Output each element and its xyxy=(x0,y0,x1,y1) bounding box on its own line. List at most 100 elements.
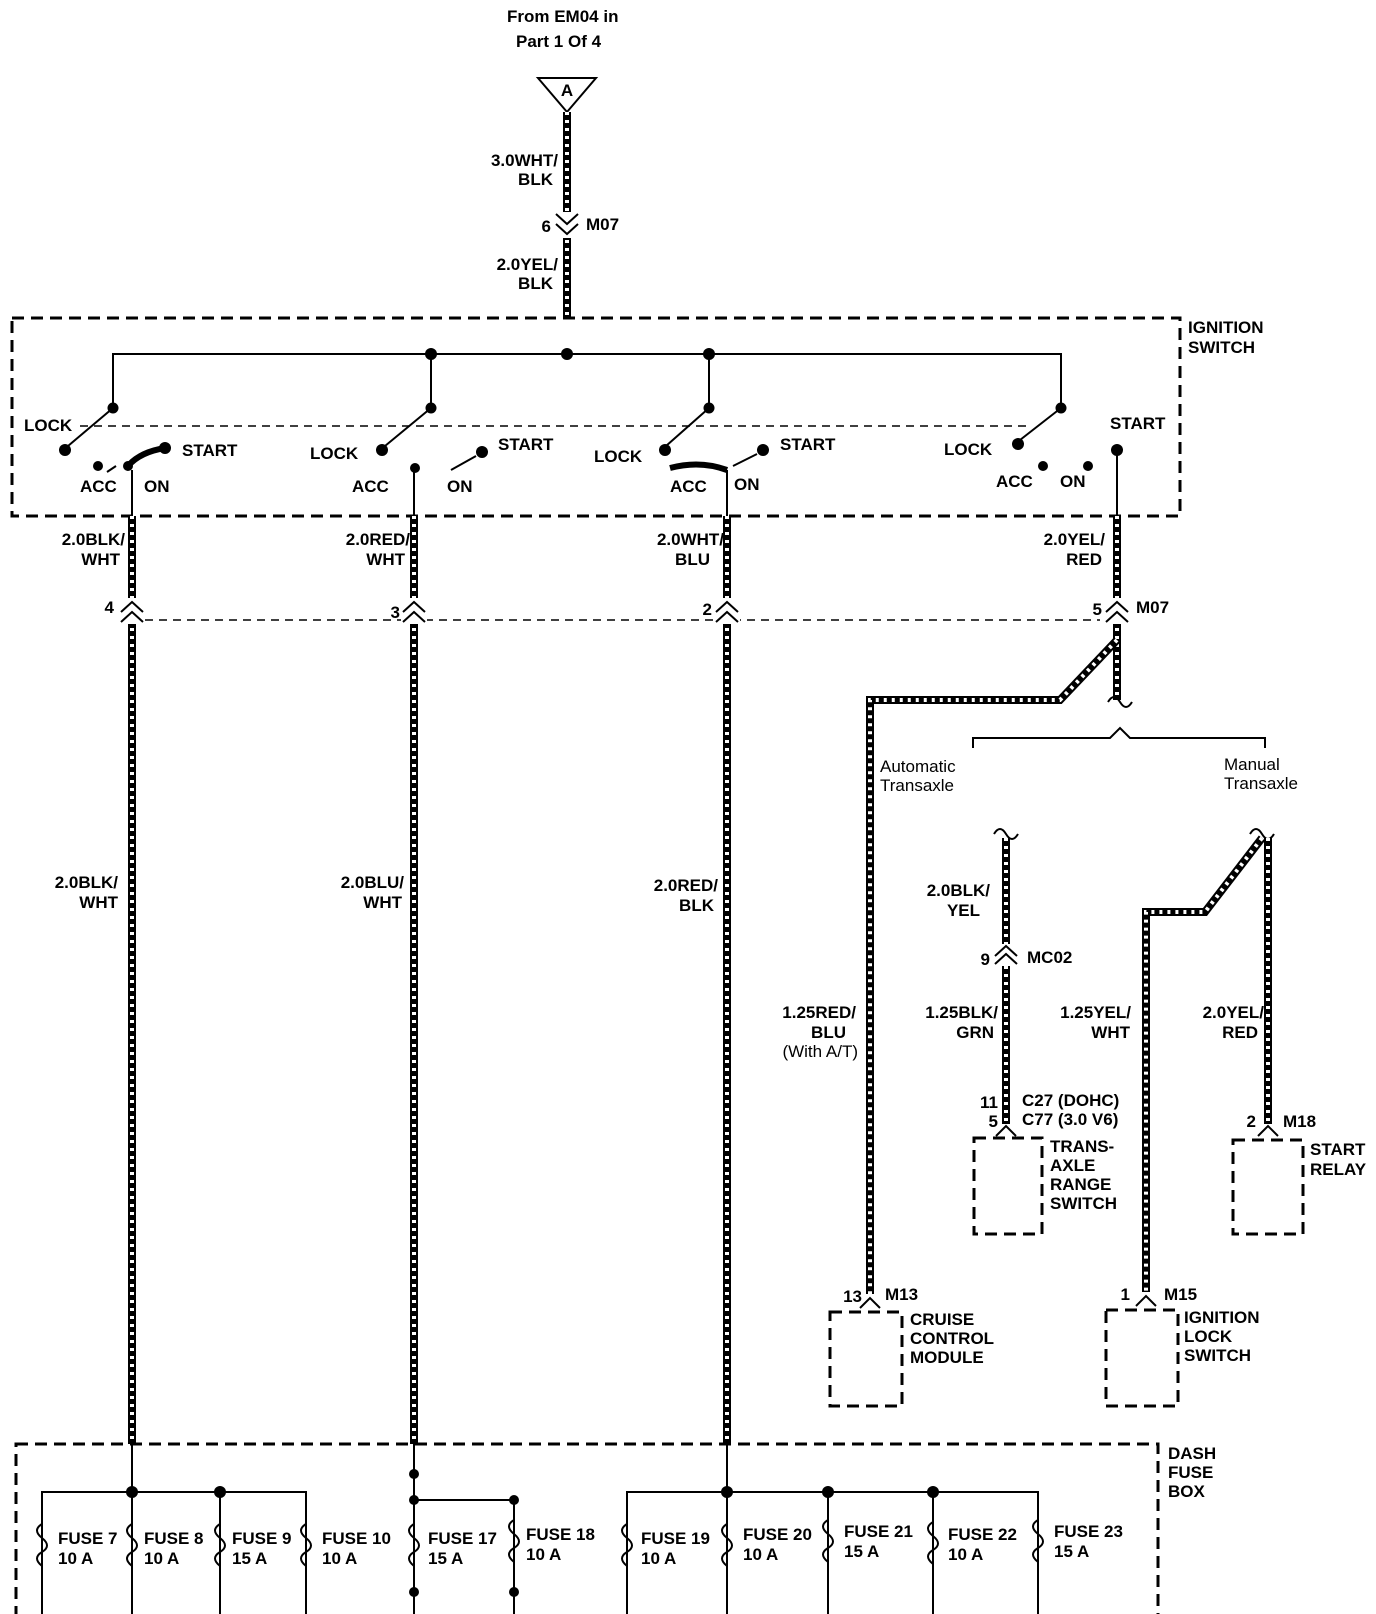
cc-name-3: MODULE xyxy=(910,1348,984,1367)
m07-pins xyxy=(119,598,1130,624)
wire-cruise-branch xyxy=(866,637,1120,1294)
mc02-label: MC02 xyxy=(1027,948,1072,967)
tr-pin-1: 11 xyxy=(980,1093,998,1112)
w3-upper-color: BLU xyxy=(675,550,710,569)
s1-start-label: START xyxy=(182,441,238,460)
s4-on-label: ON xyxy=(1060,472,1086,491)
tr-connector-2: C77 (3.0 V6) xyxy=(1022,1110,1118,1129)
cc-pin: 13 xyxy=(843,1287,862,1306)
il-name-3: SWITCH xyxy=(1184,1346,1251,1365)
auto-transaxle-label-2: Transaxle xyxy=(880,776,954,795)
tr-wire-bot-color: GRN xyxy=(956,1023,994,1042)
mc02-pin: 9 xyxy=(981,950,990,969)
switch-common-bus xyxy=(112,353,1062,405)
fuse-19-rating: 10 A xyxy=(641,1549,676,1568)
fuse-10-rating: 10 A xyxy=(322,1549,357,1568)
feed-wire-color-upper: BLK xyxy=(518,170,554,189)
fuse-20-rating: 10 A xyxy=(743,1545,778,1564)
s3-acc-label: ACC xyxy=(670,477,707,496)
switch-section-2 xyxy=(376,402,488,473)
cc-wire-gauge: 1.25RED/ xyxy=(782,1003,856,1022)
tr-wire-bot-gauge: 1.25BLK/ xyxy=(925,1003,998,1022)
fuse-21-rating: 15 A xyxy=(844,1542,879,1561)
fuse-19-name: FUSE 19 xyxy=(641,1529,710,1548)
man-transaxle-label-1: Manual xyxy=(1224,755,1280,774)
ignition-switch-title-2: SWITCH xyxy=(1188,338,1255,357)
fuse-9-name: FUSE 9 xyxy=(232,1529,292,1548)
s1-on-label: ON xyxy=(144,477,170,496)
switch-section-1 xyxy=(59,402,171,473)
m07-label: M07 xyxy=(1136,598,1169,617)
cc-wire-note: (With A/T) xyxy=(782,1042,858,1061)
fuse-box-title-3: BOX xyxy=(1168,1482,1206,1501)
wire-break-symbol xyxy=(1107,696,1133,708)
w1-lower-color: WHT xyxy=(79,893,118,912)
feed-wire-gauge-upper: 3.0WHT/ xyxy=(491,151,558,170)
w3-lower-gauge: 2.0RED/ xyxy=(654,876,719,895)
fuse-23-name: FUSE 23 xyxy=(1054,1522,1123,1541)
il-name-2: LOCK xyxy=(1184,1327,1233,1346)
feed-wire-gauge-lower: 2.0YEL/ xyxy=(497,255,559,274)
tr-name-1: TRANS- xyxy=(1050,1137,1114,1156)
feed-connector-pin: 6 xyxy=(542,217,551,236)
m07-pin-5: 5 xyxy=(1093,600,1102,619)
w4-upper-gauge: 2.0YEL/ xyxy=(1044,530,1106,549)
header-part: Part 1 Of 4 xyxy=(516,32,602,51)
cruise-control-module-box xyxy=(828,1310,904,1408)
s1-lock-label: LOCK xyxy=(24,416,73,435)
ignition-switch-title-1: IGNITION xyxy=(1188,318,1264,337)
m07-pin-3: 3 xyxy=(391,603,400,622)
s2-lock-label: LOCK xyxy=(310,444,359,463)
cc-wire-color: BLU xyxy=(811,1023,846,1042)
tr-wire-top-color: YEL xyxy=(947,901,980,920)
ignition-switch-box xyxy=(10,316,1182,518)
fuse-symbols xyxy=(36,1519,1044,1567)
fuse-7-name: FUSE 7 xyxy=(58,1529,118,1548)
w2-upper-color: WHT xyxy=(366,550,405,569)
cc-name-1: CRUISE xyxy=(910,1310,974,1329)
w2-lower-color: WHT xyxy=(363,893,402,912)
sr-pin: 2 xyxy=(1247,1112,1256,1131)
s2-on-label: ON xyxy=(447,477,473,496)
tr-name-2: AXLE xyxy=(1050,1156,1095,1175)
transaxle-brace xyxy=(972,726,1266,748)
switch-section-4 xyxy=(1012,402,1123,516)
s3-on-label: ON xyxy=(734,475,760,494)
tr-wire-top-gauge: 2.0BLK/ xyxy=(927,881,991,900)
ignition-lock-switch-box xyxy=(1104,1308,1180,1408)
w2-lower-gauge: 2.0BLU/ xyxy=(341,873,405,892)
fuse-18-rating: 10 A xyxy=(526,1545,561,1564)
w1-lower-gauge: 2.0BLK/ xyxy=(55,873,119,892)
il-name-1: IGNITION xyxy=(1184,1308,1260,1327)
wire-ignition-lock xyxy=(1142,835,1266,1292)
fuse-18-name: FUSE 18 xyxy=(526,1525,595,1544)
s3-lock-label: LOCK xyxy=(594,447,643,466)
sr-wire-gauge: 2.0YEL/ xyxy=(1203,1003,1265,1022)
fuse-17-name: FUSE 17 xyxy=(428,1529,497,1548)
dash-fuse-box xyxy=(14,1442,1160,1614)
sr-name-1: START xyxy=(1310,1140,1366,1159)
sr-wire-color: RED xyxy=(1222,1023,1258,1042)
switch-section-3 xyxy=(659,402,769,473)
feed-connector-id: M07 xyxy=(586,215,619,234)
tr-pin-2: 5 xyxy=(989,1112,998,1131)
il-connector: M15 xyxy=(1164,1285,1197,1304)
fuse-21-name: FUSE 21 xyxy=(844,1522,913,1541)
tr-name-3: RANGE xyxy=(1050,1175,1111,1194)
sr-name-2: RELAY xyxy=(1310,1160,1367,1179)
il-pin: 1 xyxy=(1121,1285,1130,1304)
connector-m07-top xyxy=(555,212,579,238)
fuse-20-name: FUSE 20 xyxy=(743,1525,812,1544)
tr-connector-1: C27 (DOHC) xyxy=(1022,1091,1119,1110)
w1-upper-gauge: 2.0BLK/ xyxy=(62,530,126,549)
m07-pin-2: 2 xyxy=(703,600,712,619)
s4-lock-label: LOCK xyxy=(944,440,993,459)
fuse-23-rating: 15 A xyxy=(1054,1542,1089,1561)
w3-lower-color: BLK xyxy=(679,896,715,915)
man-transaxle-label-2: Transaxle xyxy=(1224,774,1298,793)
fuse-box-title-1: DASH xyxy=(1168,1444,1216,1463)
feed-wire-color-lower: BLK xyxy=(518,274,554,293)
w2-upper-gauge: 2.0RED/ xyxy=(346,530,411,549)
